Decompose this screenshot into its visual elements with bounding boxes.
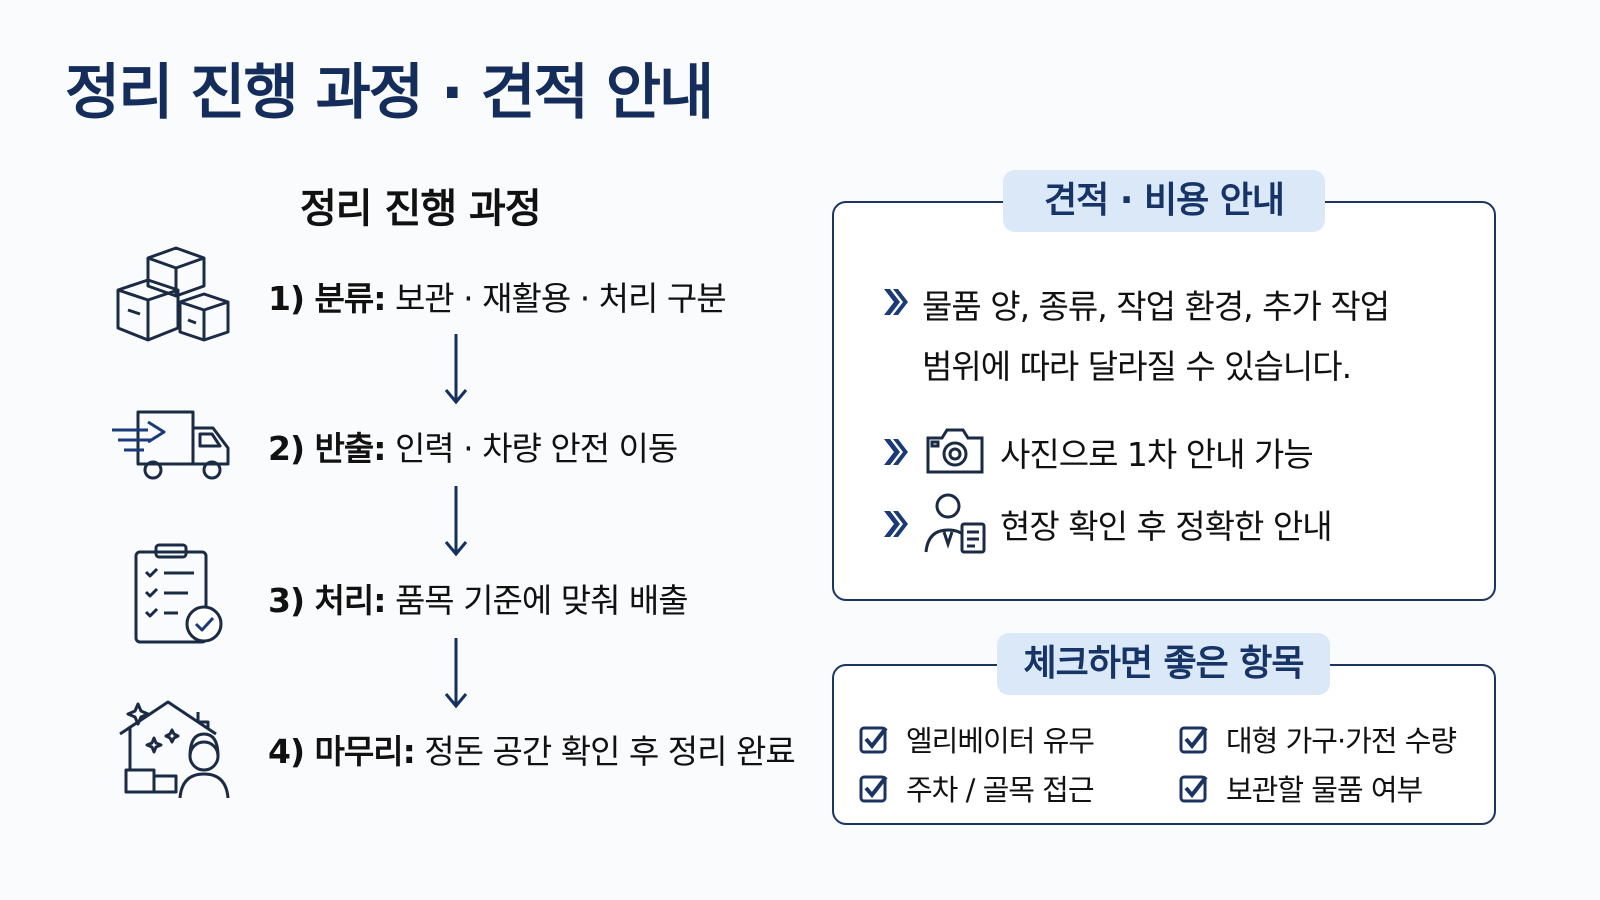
arrow-down-icon (444, 486, 468, 557)
process-heading: 정리 진행 과정 (300, 186, 542, 232)
checklist-heading: 체크하면 좋은 항목 (997, 633, 1330, 695)
boxes-icon (116, 246, 230, 342)
chevron-right-icon (884, 511, 908, 537)
process-step-3: 3) 처리: 품목 기준에 맞춰 배출 (268, 581, 689, 620)
estimate-bullet-2: 사진으로 1차 안내 가능 (1000, 435, 1314, 474)
chevron-right-icon (884, 289, 908, 315)
estimate-panel (832, 201, 1496, 601)
chevron-right-icon (884, 439, 908, 465)
process-step-2: 2) 반출: 인력 · 차량 안전 이동 (268, 429, 678, 468)
estimate-heading: 견적 · 비용 안내 (1003, 170, 1325, 232)
arrow-down-icon (444, 638, 468, 709)
estimate-bullet-3: 현장 확인 후 정확한 안내 (1000, 507, 1333, 546)
checkbox-checked-icon (1179, 726, 1208, 754)
estimate-bullet-1-line-1: 물품 양, 종류, 작업 환경, 추가 작업 (922, 287, 1390, 326)
checkbox-checked-icon (859, 775, 888, 803)
inspector-icon (924, 493, 986, 554)
checklist-item: 엘리베이터 유무 (858, 718, 1095, 760)
checkbox-checked-icon (1179, 775, 1208, 803)
camera-icon (926, 428, 984, 474)
truck-icon (112, 410, 230, 480)
checkbox-checked-icon (859, 726, 888, 754)
checklist-item: 주차 / 골목 접근 (858, 767, 1095, 809)
checklist-item: 대형 가구·가전 수량 (1178, 718, 1457, 760)
page-title: 정리 진행 과정 · 견적 안내 (65, 58, 714, 128)
checklist-item: 보관할 물품 여부 (1178, 767, 1423, 809)
clipboard-check-icon (134, 543, 223, 644)
estimate-bullet-1-line-2: 범위에 따라 달라질 수 있습니다. (922, 347, 1352, 386)
clean-house-icon (119, 700, 230, 799)
arrow-down-icon (444, 334, 468, 405)
process-step-4: 4) 마무리: 정돈 공간 확인 후 정리 완료 (268, 732, 796, 771)
process-step-1: 1) 분류: 보관 · 재활용 · 처리 구분 (268, 279, 727, 318)
